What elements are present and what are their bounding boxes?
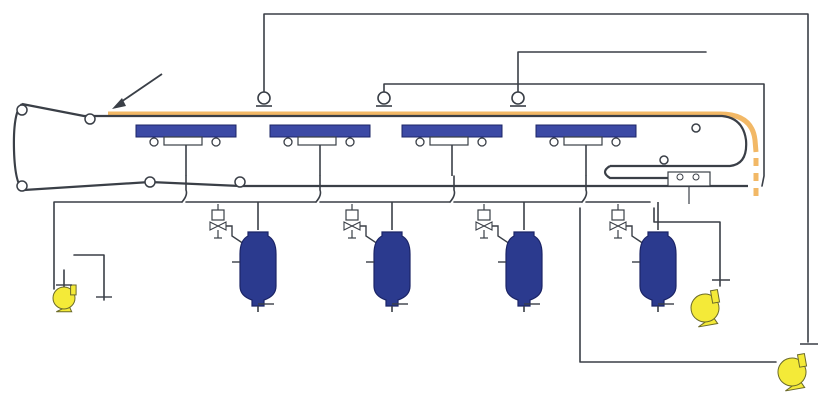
spray-nozzle-icon: [510, 91, 526, 107]
pumps: [52, 279, 818, 392]
wash-line-top: [263, 13, 809, 343]
belt-return-loop: [603, 165, 704, 180]
vacuum-pan-icon: [269, 124, 371, 176]
receivers: [209, 202, 677, 312]
centrifugal-pump-icon: [52, 284, 77, 313]
spray-nozzle-icon: [376, 91, 392, 107]
filtrate-piping: [63, 207, 777, 363]
valve-icon: [343, 204, 385, 249]
belt-loop: [12, 102, 748, 192]
cloth-wash-station: [667, 171, 711, 204]
centrifugal-pump-icon: [690, 288, 721, 328]
drive-roller: [84, 113, 96, 125]
valve-icon: [209, 204, 251, 249]
filtrate-receiver-icon: [475, 202, 543, 312]
tail-roller-bottom: [16, 180, 28, 192]
feed-arrow-icon: [112, 73, 163, 109]
valve-icon: [609, 204, 651, 249]
cloth-path: [108, 111, 759, 153]
vacuum-pan-icon: [535, 124, 637, 176]
return-roller-2: [234, 176, 246, 188]
filtrate-receiver-icon: [343, 202, 411, 312]
return-roller-3: [691, 123, 701, 133]
wash-piping: [263, 13, 809, 343]
spray-nozzle-icon: [256, 91, 272, 107]
return-roller-4: [659, 155, 669, 165]
centrifugal-pump-icon: [777, 352, 808, 392]
vacuum-pan-icon: [401, 124, 503, 176]
filtrate-receiver-icon: [609, 202, 677, 312]
wash-line-mid: [383, 83, 765, 187]
tail-roller-top: [16, 104, 28, 116]
manifold-left: [53, 201, 183, 290]
return-roller-1: [144, 176, 156, 188]
vacuum-pan-icon: [135, 124, 237, 176]
vacuum-manifold: [53, 175, 651, 290]
belt-top-run: [21, 102, 748, 168]
valve-icon: [475, 204, 517, 249]
vacuum-boxes: [135, 124, 637, 176]
spray-headers: [256, 91, 526, 107]
filter-cloth: [108, 111, 759, 196]
filtrate-receiver-icon: [209, 202, 277, 312]
wash-line-right: [517, 51, 707, 97]
